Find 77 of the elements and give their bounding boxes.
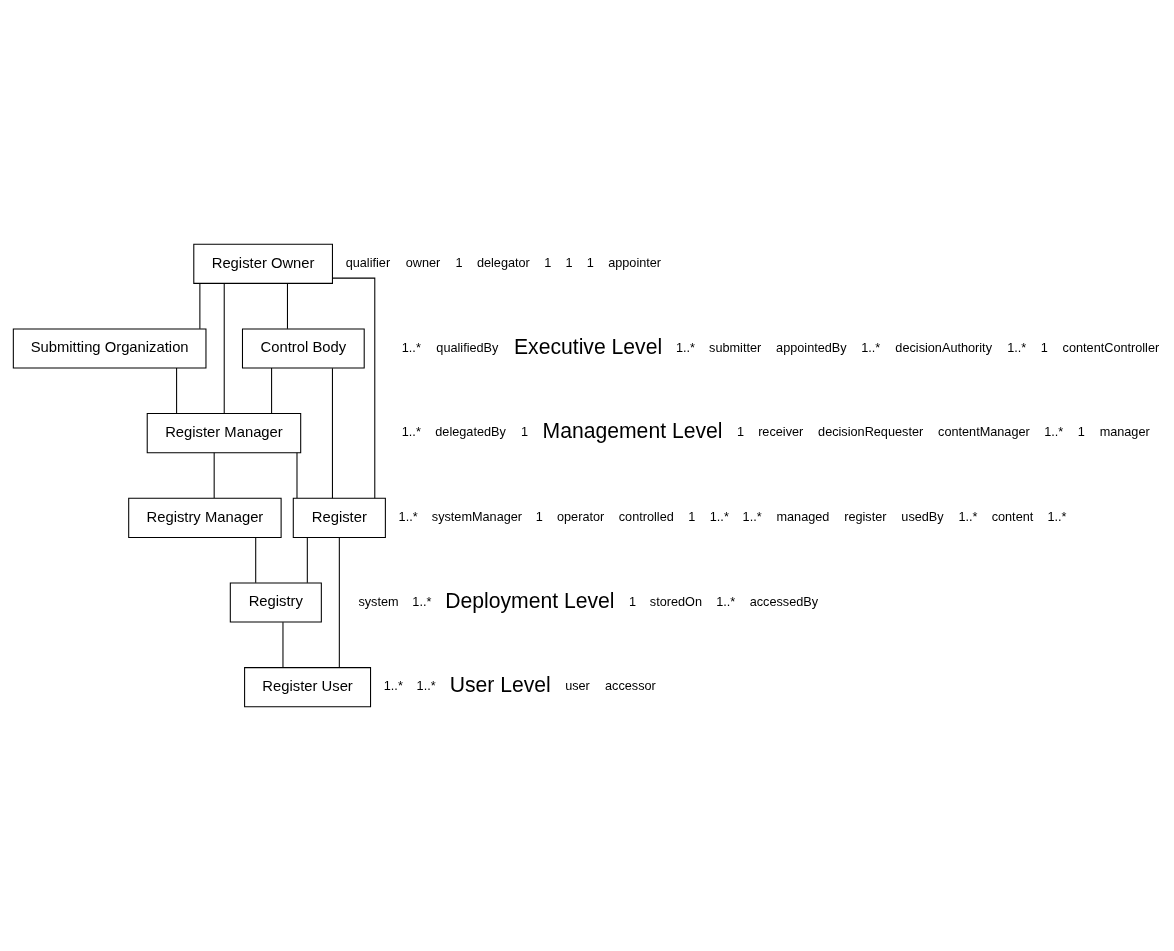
- label: 1: [521, 425, 529, 440]
- label: 1..*: [1044, 425, 1064, 440]
- label: 1..*: [383, 679, 403, 694]
- label: Management Level: [542, 419, 723, 443]
- label: appointedBy: [776, 340, 847, 355]
- label: managed: [776, 510, 830, 525]
- label: 1..*: [401, 340, 421, 355]
- connector: [306, 536, 308, 584]
- label: 1: [1077, 425, 1085, 440]
- connector: [331, 367, 333, 499]
- label: user: [565, 679, 590, 694]
- label: 1..*: [958, 510, 978, 525]
- node-box: Register User: [244, 667, 372, 708]
- label: 1..*: [1047, 510, 1067, 525]
- label: 1: [586, 256, 594, 271]
- label: controlled: [618, 510, 674, 525]
- connector: [199, 282, 201, 330]
- label: submitter: [709, 340, 762, 355]
- label: 1..*: [1007, 340, 1027, 355]
- label: 1..*: [416, 679, 436, 694]
- label: 1..*: [401, 425, 421, 440]
- connector: [176, 367, 178, 414]
- label: delegatedBy: [435, 425, 506, 440]
- label: decisionRequester: [818, 425, 924, 440]
- label: 1..*: [742, 510, 762, 525]
- label: 1..*: [716, 594, 736, 609]
- label: 1: [544, 256, 552, 271]
- label: receiver: [758, 425, 804, 440]
- connector: [332, 277, 376, 499]
- node-box: Registry Manager: [128, 497, 282, 538]
- label: contentManager: [938, 425, 1030, 440]
- node-box: Control Body: [241, 328, 365, 369]
- label: operator: [557, 510, 605, 525]
- node-box: Register Manager: [146, 413, 302, 454]
- connector: [282, 621, 284, 668]
- node-box: Submitting Organization: [12, 328, 207, 369]
- label: Deployment Level: [445, 588, 615, 612]
- label: 1..*: [398, 510, 418, 525]
- label: 1..*: [412, 594, 432, 609]
- label: accessedBy: [749, 594, 819, 609]
- connector: [271, 367, 273, 414]
- label: delegator: [476, 256, 530, 271]
- label: manager: [1099, 425, 1150, 440]
- label: 1: [628, 594, 637, 609]
- label: 1..*: [861, 340, 881, 355]
- connector: [255, 536, 257, 584]
- node-box: Registry: [229, 582, 322, 623]
- node-box: Register Owner: [193, 243, 333, 284]
- label: 1: [535, 510, 543, 525]
- connector: [296, 452, 298, 499]
- connector: [338, 537, 340, 669]
- connector: [223, 283, 225, 415]
- label: register: [844, 510, 887, 525]
- label: User Level: [449, 673, 551, 697]
- label: system: [358, 594, 399, 609]
- label: 1..*: [709, 510, 729, 525]
- label: appointer: [608, 256, 662, 271]
- label: 1: [688, 510, 696, 525]
- label: content: [991, 510, 1034, 525]
- label: Executive Level: [513, 334, 663, 358]
- connector: [286, 282, 288, 330]
- node-box: Register: [292, 497, 386, 538]
- label: qualifier: [345, 256, 391, 271]
- label: accessor: [605, 679, 656, 694]
- label: 1: [455, 256, 463, 271]
- label: 1..*: [675, 340, 695, 355]
- connector: [213, 452, 215, 499]
- label: storedOn: [649, 594, 702, 609]
- label: contentController: [1062, 340, 1160, 355]
- label: usedBy: [901, 510, 944, 525]
- label: 1: [1040, 340, 1048, 355]
- label: owner: [405, 256, 441, 271]
- label: qualifiedBy: [436, 340, 499, 355]
- label: decisionAuthority: [895, 340, 992, 355]
- label: 1: [736, 425, 744, 440]
- label: 1: [565, 256, 573, 271]
- label: systemManager: [431, 510, 523, 525]
